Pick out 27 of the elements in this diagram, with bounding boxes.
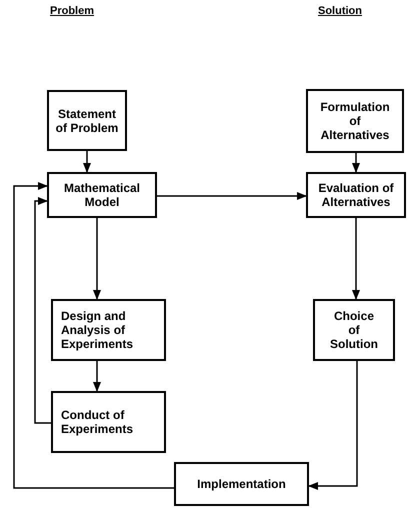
box-label: Evaluation of Alternatives: [317, 181, 395, 209]
process-box: [306, 172, 406, 218]
arrow: [93, 361, 101, 392]
column-heading: Solution: [318, 5, 362, 17]
arrow: [157, 192, 307, 200]
column-heading: Problem: [50, 5, 94, 17]
box-label: Conduct of Experiments: [61, 408, 134, 436]
arrow: [308, 361, 358, 490]
process-box: [51, 391, 166, 453]
box-label: Implementation: [197, 477, 286, 491]
process-box: [51, 299, 166, 361]
box-label: Formulation of Alternatives: [319, 100, 391, 142]
arrow: [352, 153, 360, 173]
arrow: [352, 218, 360, 300]
process-box: [174, 462, 309, 506]
process-box: [313, 299, 395, 361]
box-label: Design and Analysis of Experiments: [61, 309, 134, 351]
arrow: [83, 151, 91, 173]
box-label: Mathematical Model: [62, 181, 142, 209]
arrow: [93, 218, 101, 300]
arrow: [34, 197, 51, 424]
box-label: Choice of Solution: [329, 309, 379, 351]
process-box: [306, 89, 404, 153]
process-box: [47, 90, 127, 151]
arrow: [13, 182, 174, 489]
process-box: [47, 172, 157, 218]
box-label: Statement of Problem: [55, 106, 119, 134]
